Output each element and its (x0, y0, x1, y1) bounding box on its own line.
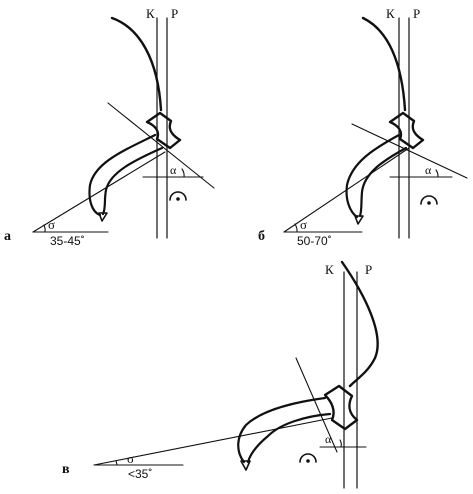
panel-c-alpha: α (325, 432, 332, 446)
panel-b-alpha: α (425, 163, 432, 177)
panel-b-p-label: Р (413, 6, 420, 21)
panel-b-sigma-line (283, 147, 410, 233)
panel-b-sigma: σ (300, 217, 307, 232)
panel-c-sigma-line (93, 417, 333, 466)
panel-a-rotation-icon (169, 191, 187, 201)
panel-c-diagonal-line (295, 357, 338, 453)
panel-a-alpha: α (170, 163, 177, 177)
panel-a-upper-arc (110, 16, 163, 112)
panel-c-upper-arc (340, 260, 379, 388)
panel-c-k-label: К (325, 262, 334, 277)
panel-c-letter: в (62, 462, 70, 477)
panel-a-block (145, 111, 182, 150)
panel-c-block (323, 384, 359, 431)
panel-b-hook-tip (354, 215, 364, 225)
panel-c-hook-inner (246, 412, 332, 464)
panel-b-hook-inner (358, 146, 408, 218)
panel-b-range: 50-70˚ (297, 234, 332, 248)
panel-c-sigma-arc (115, 460, 118, 466)
panel-a-hook-inner (101, 146, 164, 216)
panel-a-k-label: К (146, 6, 155, 21)
panel-a-letter: а (4, 229, 11, 244)
panel-c: К Р σ α <35˚ в (62, 260, 379, 489)
panel-b-diagonal-line (351, 123, 468, 179)
panel-b-rotation-icon (420, 195, 438, 205)
panel-a-sigma-arc (43, 224, 46, 233)
panel-b: К Р σ α 50-70˚ б (258, 6, 468, 248)
panel-c-rotation-icon (299, 453, 317, 463)
panel-c-hook-tip (240, 460, 251, 471)
panel-a-hook-outer (88, 133, 157, 217)
panel-a: К Р σ α 35-45˚ а (4, 6, 215, 248)
panel-a-alpha-arc (181, 168, 185, 178)
panel-a-p-label: Р (171, 6, 178, 21)
panel-b-upper-arc (361, 16, 407, 112)
panel-b-k-label: К (386, 6, 395, 21)
panel-c-sigma: σ (127, 451, 134, 466)
panel-c-p-label: Р (365, 262, 372, 277)
panel-a-hook-tip (98, 212, 108, 222)
panel-c-hook-outer (237, 396, 327, 464)
panel-b-letter: б (258, 229, 265, 244)
panel-c-range: <35˚ (128, 467, 152, 481)
panel-b-sigma-arc (294, 223, 298, 233)
panel-b-alpha-arc (435, 169, 439, 178)
panel-a-sigma: σ (48, 217, 55, 232)
panel-a-range: 35-45˚ (50, 234, 85, 248)
panel-b-block (388, 111, 425, 150)
panel-a-diagonal-line (107, 102, 215, 189)
panel-c-alpha-arc (339, 439, 342, 448)
panel-b-hook-outer (345, 133, 401, 219)
panel-a-sigma-line (32, 151, 166, 233)
